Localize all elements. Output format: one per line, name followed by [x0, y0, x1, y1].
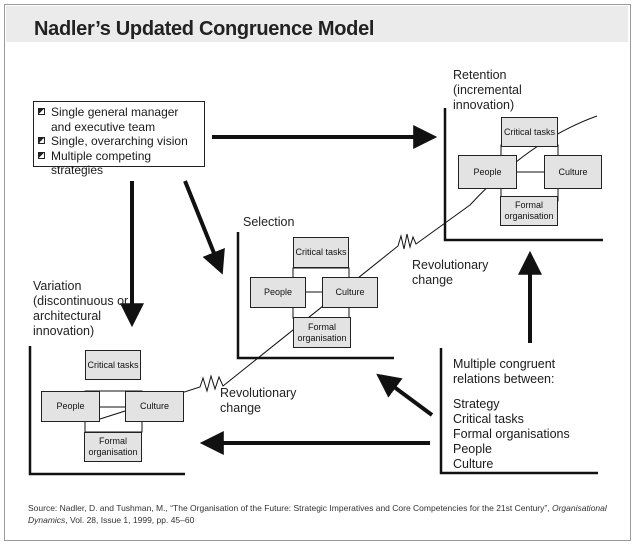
- source-citation: Source: Nadler, D. and Tushman, M., “The…: [28, 503, 607, 525]
- bullet-icon: [38, 108, 45, 115]
- variation-bracket: [28, 346, 185, 476]
- variation-critical-tasks-box: Critical tasks: [85, 350, 141, 380]
- relations-bracket: [439, 348, 598, 475]
- relations-heading: Multiple congruent relations between:: [453, 357, 556, 386]
- retention-label: Retention (incremental innovation): [453, 68, 522, 112]
- leader-item: Single, overarching vision: [38, 134, 200, 149]
- variation-formal-organisation-box: Formal organisation: [84, 432, 142, 462]
- leadership-box: Single general manager and executive tea…: [33, 101, 205, 177]
- relations-item: Formal organisations: [453, 427, 570, 441]
- arrow-leader-to-selection: [183, 180, 225, 275]
- relations-item: Critical tasks: [453, 412, 524, 426]
- relations-item: Culture: [453, 457, 494, 471]
- bullet-icon: [38, 151, 45, 159]
- selection-formal-organisation-box: Formal organisation: [293, 317, 351, 348]
- variation-label: Variation (discontinuous or architectura…: [33, 279, 129, 338]
- revolutionary-change-label-lower: Revolutionary change: [220, 386, 297, 415]
- leader-item: Multiple competing strategies: [38, 149, 200, 178]
- figure-title: Nadler’s Updated Congruence Model: [34, 18, 375, 40]
- selection-critical-tasks-box: Critical tasks: [293, 237, 349, 268]
- retention-people-box: People: [458, 155, 517, 189]
- leader-item: Single general manager and executive tea…: [38, 105, 200, 134]
- retention-formal-organisation-box: Formal organisation: [500, 196, 558, 226]
- variation-culture-box: Culture: [125, 391, 184, 422]
- bullet-icon: [38, 137, 45, 144]
- selection-people-box: People: [250, 277, 306, 308]
- retention-culture-box: Culture: [544, 155, 602, 189]
- revolutionary-change-label-upper: Revolutionary change: [412, 258, 489, 287]
- selection-label: Selection: [243, 215, 295, 229]
- variation-people-box: People: [41, 391, 100, 422]
- retention-critical-tasks-box: Critical tasks: [501, 117, 558, 147]
- congruent-relations-text: Multiple congruent relations between: St…: [453, 357, 603, 472]
- selection-bracket: [236, 232, 394, 360]
- relations-item: Strategy: [453, 397, 500, 411]
- selection-culture-box: Culture: [322, 277, 378, 308]
- relations-item: People: [453, 442, 492, 456]
- journal-name: Organisational Dynamics: [28, 503, 607, 525]
- arrow-relations-to-selection: [376, 373, 434, 417]
- title-bar: Nadler’s Updated Congruence Model: [6, 6, 628, 42]
- retention-bracket: [443, 108, 603, 242]
